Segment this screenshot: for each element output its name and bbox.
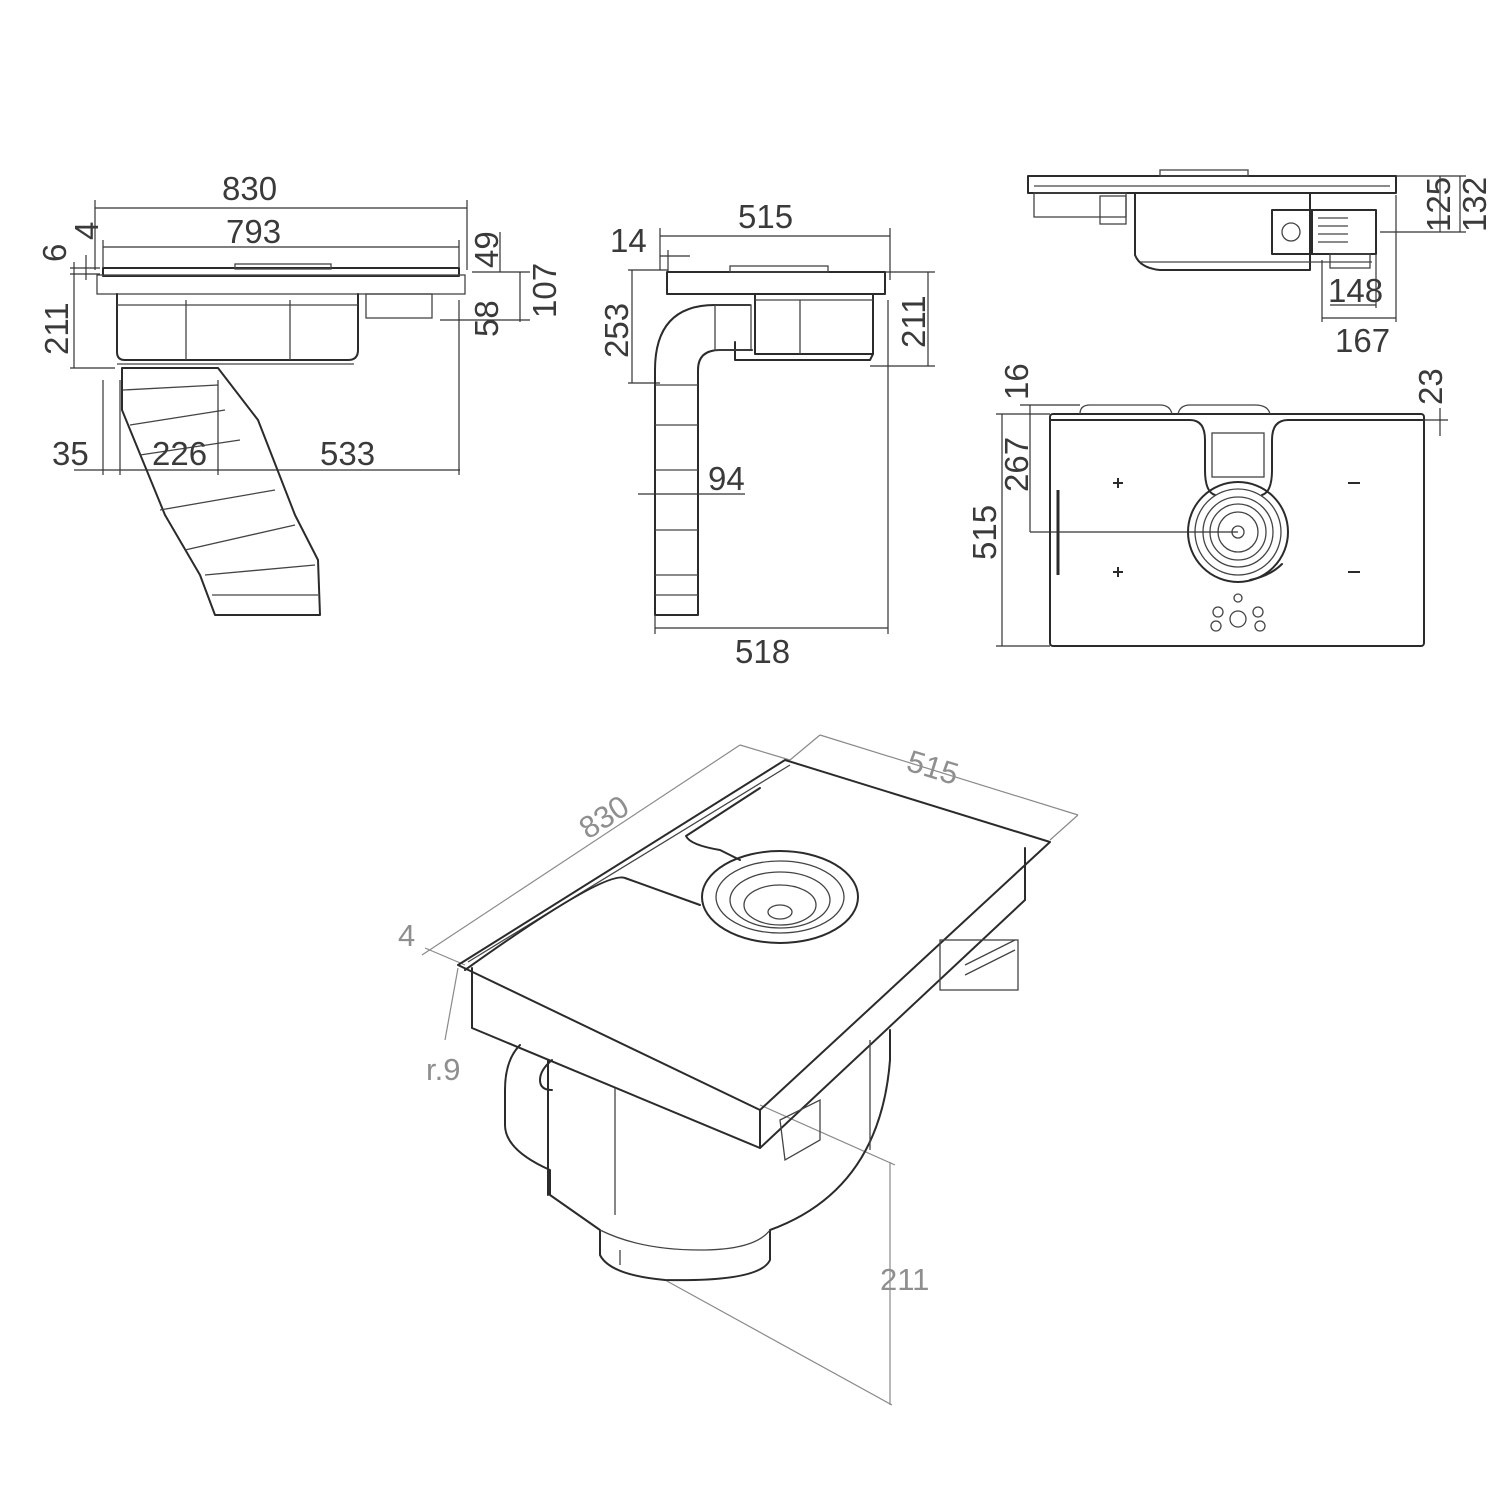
iso-height-label: 211	[880, 1262, 929, 1297]
iso-edge-label: 4	[398, 918, 415, 953]
rear-height-b-label: 132	[1456, 177, 1493, 232]
front-duct-width-label: 226	[152, 435, 207, 472]
side-duct-diameter-label: 94	[708, 460, 745, 497]
iso-view	[421, 734, 1079, 1406]
front-connector-depth-label: 58	[468, 300, 505, 337]
plan-side-margin-label: 23	[1412, 368, 1449, 405]
front-inner-width-label: 793	[226, 213, 281, 250]
plan-front-margin-label: 16	[998, 363, 1035, 400]
rear-height-a-label: 125	[1420, 177, 1457, 232]
front-overall-width-label: 830	[222, 170, 277, 207]
iso-radius-label: r.9	[426, 1052, 460, 1087]
side-total-depth-label: 518	[735, 633, 790, 670]
side-edge-offset-label: 14	[610, 222, 647, 259]
rear-socket-width-label: 148	[1328, 272, 1383, 309]
front-duct-left-offset-label: 35	[52, 435, 89, 472]
rear-socket-total-label: 167	[1335, 322, 1390, 359]
front-side-section-label: 107	[526, 263, 563, 318]
front-total-height-label: 211	[38, 302, 75, 355]
front-glass-thickness-label: 6	[36, 244, 73, 262]
plan-depth-label: 515	[966, 505, 1003, 560]
front-view	[70, 200, 530, 616]
rear-view	[1027, 169, 1466, 322]
front-duct-right-offset-label: 533	[320, 435, 375, 472]
side-view	[628, 228, 935, 634]
side-depth-label: 515	[738, 198, 793, 235]
iso-width-label: 515	[903, 743, 963, 792]
front-top-section-label: 49	[468, 231, 505, 268]
iso-length-label: 830	[573, 788, 635, 846]
plan-view	[996, 404, 1448, 647]
plan-fan-center-label: 267	[998, 437, 1035, 492]
front-frame-step-label: 4	[68, 222, 105, 240]
side-body-height-label: 211	[895, 295, 932, 348]
side-duct-height-label: 253	[598, 303, 635, 358]
